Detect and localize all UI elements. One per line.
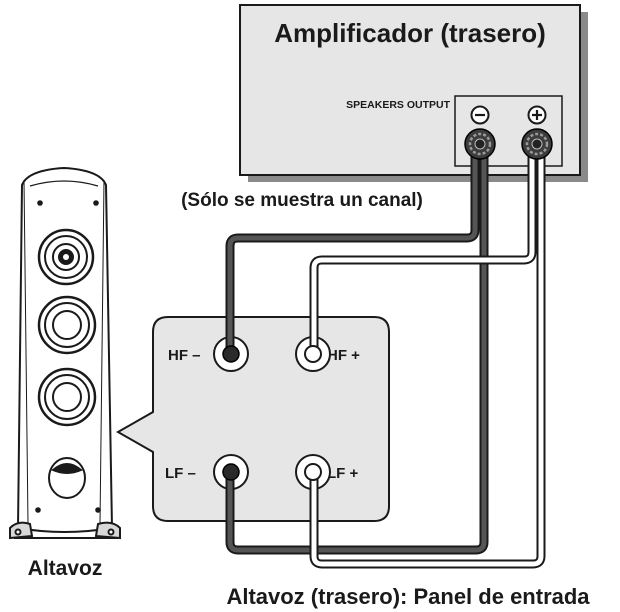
plus-symbol-icon: [527, 105, 547, 125]
plus-binding-post: [521, 128, 553, 160]
channel-note: (Sólo se muestra un canal): [181, 190, 423, 211]
hf-minus-plug: [222, 345, 240, 363]
hf-plus-plug: [304, 345, 322, 363]
input-panel: HF – HF + LF – LF +: [115, 316, 390, 522]
screw-icon: [37, 200, 43, 206]
speaker-caption: Altavoz: [28, 557, 103, 580]
amplifier-title: Amplificador (trasero): [274, 18, 546, 48]
bass-port-icon: [48, 457, 86, 499]
lf-minus-plug: [222, 463, 240, 481]
input-panel-caption: Altavoz (trasero): Panel de entrada: [226, 584, 590, 609]
speakers-output-label: SPEAKERS OUTPUT: [346, 99, 450, 111]
cables: [225, 137, 546, 569]
jack-plugs: [222, 345, 322, 481]
minus-binding-post: [464, 128, 496, 160]
tweeter-driver-icon: [37, 228, 95, 286]
screw-icon: [35, 507, 41, 513]
hf-plus-label: HF +: [327, 347, 360, 364]
woofer-driver-icon: [37, 367, 97, 427]
lf-plus-label: LF +: [327, 465, 358, 482]
minus-symbol-icon: [470, 105, 490, 125]
screw-icon: [93, 200, 99, 206]
speaker-feet: [9, 521, 121, 540]
tower-speaker-illustration: [9, 166, 121, 540]
hf-minus-label: HF –: [168, 347, 201, 364]
screw-icon: [95, 507, 101, 513]
woofer-driver-icon: [37, 295, 97, 355]
amplifier-binding-posts: [464, 128, 553, 160]
lf-minus-label: LF –: [165, 465, 196, 482]
lf-plus-plug: [304, 463, 322, 481]
